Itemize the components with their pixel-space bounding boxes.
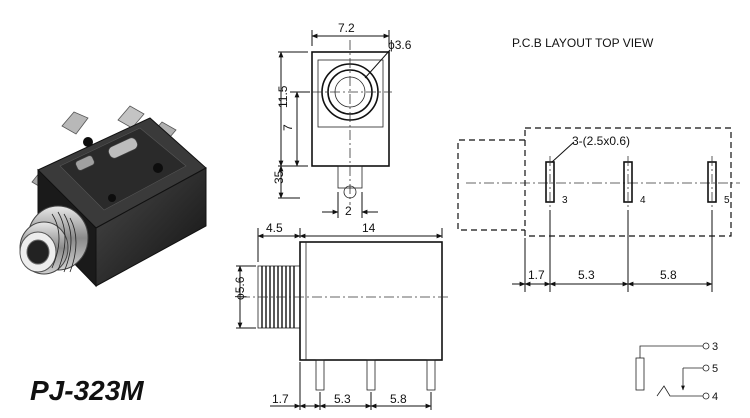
product-photo [19,105,207,288]
side-thread-diameter-label: ϕ5.6 [233,276,247,300]
front-bottom-label: 35 [272,170,286,184]
front-view: 7.2 ϕ3.6 11.5 7 35 2 [272,21,412,218]
front-width-label: 7.2 [338,21,355,35]
side-pin-offset-label: 1.7 [272,392,289,406]
pcb-pad-label-5: 5 [724,195,730,206]
front-hole-diameter-label: ϕ3.6 [388,38,412,52]
pcb-offset-label: 1.7 [528,268,545,282]
front-pin-width-label: 2 [345,204,352,218]
model-name: PJ-323M [30,375,144,406]
side-pin-spacing-2-label: 5.8 [390,392,407,406]
side-body-length-label: 14 [362,221,376,235]
pcb-spacing-1-label: 5.3 [578,268,595,282]
pcb-pad-label-3: 3 [562,195,568,206]
pcb-spacing-2-label: 5.8 [660,268,677,282]
schematic-terminal-4: 4 [712,391,718,403]
barrel [19,205,89,275]
schematic-terminal-5: 5 [712,363,718,375]
side-pin-spacing-1-label: 5.3 [334,392,351,406]
side-view: 4.5 14 ϕ5.6 1.7 5.3 5.8 [233,221,450,410]
front-height-center-label: 7 [281,124,295,131]
pcb-title: P.C.B LAYOUT TOP VIEW [512,36,654,50]
pcb-pad-label-4: 4 [640,195,646,206]
front-height-total-label: 11.5 [276,85,290,108]
side-thread-length-label: 4.5 [266,221,283,235]
schematic: 3 5 4 [635,341,718,403]
schematic-terminal-3: 3 [712,341,718,353]
pcb-pad-spec: 3-(2.5x0.6) [572,134,630,148]
pcb-layout: P.C.B LAYOUT TOP VIEW 3 4 5 3-(2.5x0.6) … [457,36,740,292]
